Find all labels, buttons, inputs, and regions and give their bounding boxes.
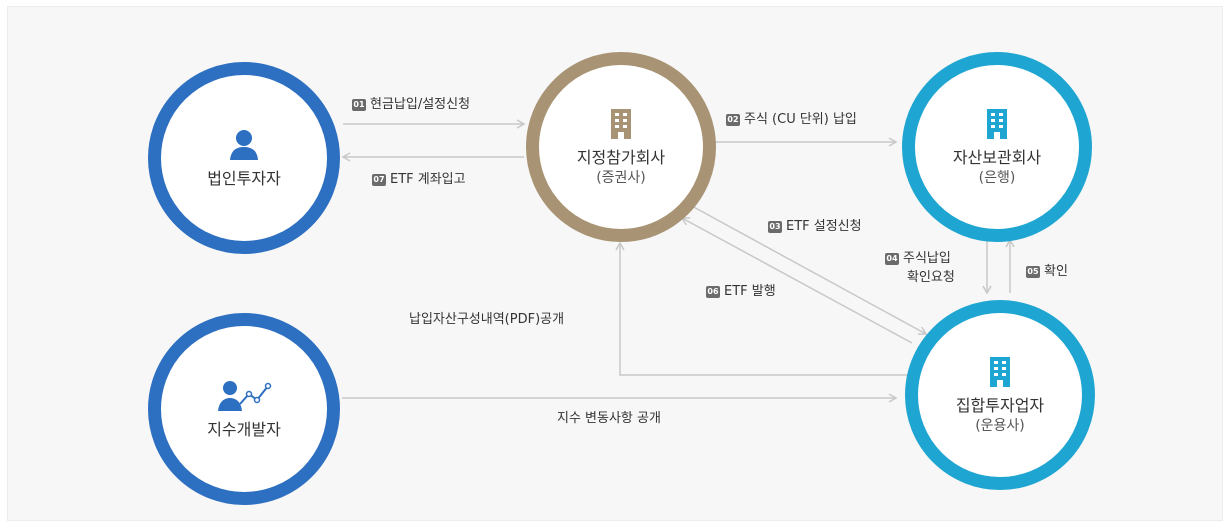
node-label: 지수개발자	[207, 420, 281, 439]
step-badge: 04	[885, 253, 899, 265]
flow-label-01: 01 현금납입/설정신청	[352, 97, 470, 113]
flow-label-05: 05 확인	[1026, 264, 1068, 280]
building-icon	[989, 354, 1011, 388]
flow-label-07: 07 ETF 계좌입고	[372, 172, 466, 188]
arrow-pdf	[615, 241, 910, 376]
flow-label-03: 03 ETF 설정신청	[768, 219, 862, 235]
flow-text: ETF 계좌입고	[390, 172, 466, 187]
flow-text: 주식납입	[903, 251, 951, 266]
node-sublabel: (은행)	[978, 170, 1016, 186]
node-participant: 지정참가회사 (증권사)	[526, 52, 716, 242]
node-sublabel: (증권사)	[596, 170, 646, 186]
flow-label-pdf: 납입자산구성내역(PDF)공개	[409, 312, 564, 328]
flow-text: 현금납입/설정신청	[370, 97, 471, 112]
arrow-06	[680, 217, 913, 344]
step-badge: 06	[706, 286, 720, 298]
node-label: 지정참가회사	[576, 148, 666, 167]
step-badge: 01	[352, 99, 366, 111]
flow-text: 납입자산구성내역(PDF)공개	[409, 312, 565, 327]
node-sublabel: (운용사)	[975, 418, 1025, 434]
flow-text-line2: 확인요청	[907, 270, 955, 285]
node-corporate-investor: 법인투자자	[148, 62, 340, 254]
step-badge: 07	[372, 174, 386, 186]
step-badge: 02	[726, 114, 740, 126]
person-icon	[227, 127, 261, 161]
node-label: 집합투자업자	[955, 396, 1045, 415]
flow-label-04: 04 주식납입 확인요청	[885, 249, 955, 287]
step-badge: 03	[768, 221, 782, 233]
flow-label-02: 02 주식 (CU 단위) 납입	[726, 112, 857, 128]
person-chart-icon	[216, 378, 272, 412]
node-asset-manager: 집합투자업자 (운용사)	[905, 300, 1095, 490]
node-label: 자산보관회사	[952, 148, 1042, 167]
step-badge: 05	[1026, 266, 1040, 278]
flow-text: 주식 (CU 단위) 납입	[744, 112, 857, 127]
arrow-03	[689, 204, 928, 335]
flow-label-index: 지수 변동사항 공개	[557, 411, 661, 427]
flow-label-06: 06 ETF 발행	[706, 284, 776, 300]
node-label: 법인투자자	[207, 169, 281, 188]
flow-text: 확인	[1044, 264, 1068, 279]
node-index-developer: 지수개발자	[148, 313, 340, 505]
building-icon	[986, 106, 1008, 140]
flow-text: ETF 설정신청	[786, 219, 862, 234]
building-icon	[610, 106, 632, 140]
flow-text: 지수 변동사항 공개	[557, 411, 661, 426]
node-custodian: 자산보관회사 (은행)	[902, 52, 1092, 242]
flow-text: ETF 발행	[724, 284, 776, 299]
